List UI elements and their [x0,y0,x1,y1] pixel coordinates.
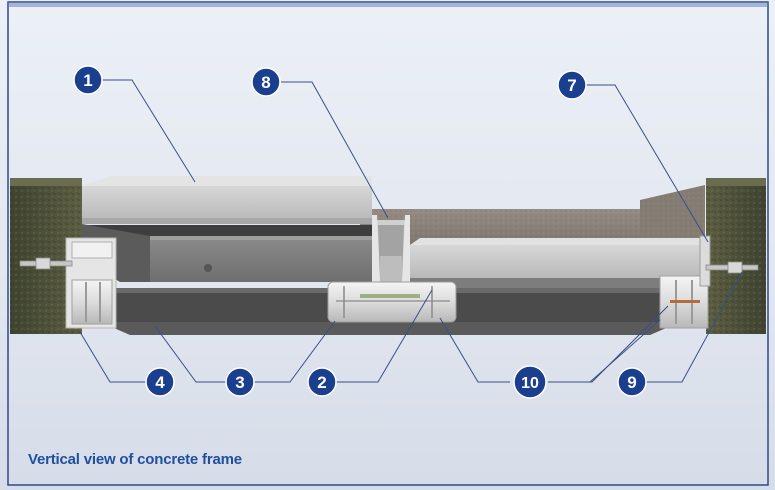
svg-text:3: 3 [235,373,244,392]
svg-text:4: 4 [155,373,165,392]
svg-text:7: 7 [567,76,576,95]
left-anchor-bolt [19,257,73,270]
right-soil-block [706,178,766,334]
leader-lines [79,79,743,383]
bottom-tubes [327,281,457,323]
right-end-frame [659,235,711,329]
svg-text:9: 9 [627,373,636,392]
center-channel [372,215,410,288]
svg-text:10: 10 [521,375,539,392]
svg-text:1: 1 [83,71,92,90]
callout-4: 4 [145,367,175,397]
callout-8: 8 [251,67,281,97]
callout-3: 3 [225,367,255,397]
callouts: 1 8 7 4 3 2 10 9 [73,65,647,399]
svg-text:2: 2 [317,373,326,392]
callout-7: 7 [557,70,587,100]
callout-2: 2 [307,367,337,397]
callout-10: 10 [513,365,547,399]
left-end-frame [65,237,117,329]
right-anchor-bolt [705,261,759,274]
callout-1: 1 [73,65,103,95]
svg-text:8: 8 [261,73,270,92]
top-band [8,2,768,7]
diagram-caption: Vertical view of concrete frame [28,451,242,468]
right-slab [410,238,705,288]
callout-9: 9 [617,367,647,397]
